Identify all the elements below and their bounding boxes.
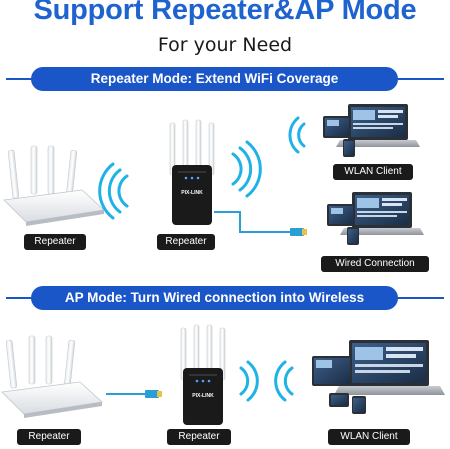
label-wired-connection: Wired Connection xyxy=(321,256,429,272)
ethernet-cable-top xyxy=(214,211,307,236)
tablet-icon xyxy=(312,356,352,386)
page-subtitle: For your Need xyxy=(157,34,293,56)
label-repeater-top: Repeater xyxy=(157,234,215,250)
laptop-icon xyxy=(340,192,424,235)
wifi-waves-icon xyxy=(288,116,306,154)
tablet-icon xyxy=(327,204,355,226)
wifi-waves-icon xyxy=(239,360,259,402)
page-title: Support Repeater&AP Mode xyxy=(33,0,417,26)
repeater-device-bottom: PIX-LINK xyxy=(180,324,226,425)
label-wlan-client-bottom: WLAN Client xyxy=(328,429,410,445)
wifi-waves-icon xyxy=(274,360,294,402)
phone-icon xyxy=(343,139,355,157)
repeater-mode-banner: Repeater Mode: Extend WiFi Coverage xyxy=(31,67,398,91)
ap-mode-banner: AP Mode: Turn Wired connection into Wire… xyxy=(31,286,398,310)
wifi-waves-icon xyxy=(98,162,129,220)
repeater-brand-bottom: PIX-LINK xyxy=(192,393,214,399)
wifi-waves-icon xyxy=(231,140,262,198)
label-repeater-bottom: Repeater xyxy=(167,429,231,445)
label-router-top: Repeater xyxy=(24,234,86,250)
phone-icon xyxy=(347,227,359,245)
repeater-brand-top: PIX-LINK xyxy=(181,190,203,196)
phone-icon xyxy=(329,393,349,407)
ethernet-cable-bottom xyxy=(106,390,162,398)
label-wlan-client-top: WLAN Client xyxy=(333,164,413,180)
repeater-device-top: PIX-LINK xyxy=(169,119,215,225)
router-image-bottom xyxy=(1,335,103,418)
router-image-top xyxy=(3,145,105,226)
laptop-icon xyxy=(336,104,420,147)
label-router-bottom: Repeater xyxy=(17,429,81,445)
laptop-icon xyxy=(334,340,445,395)
phone-icon xyxy=(352,396,366,414)
tablet-icon xyxy=(323,116,351,138)
